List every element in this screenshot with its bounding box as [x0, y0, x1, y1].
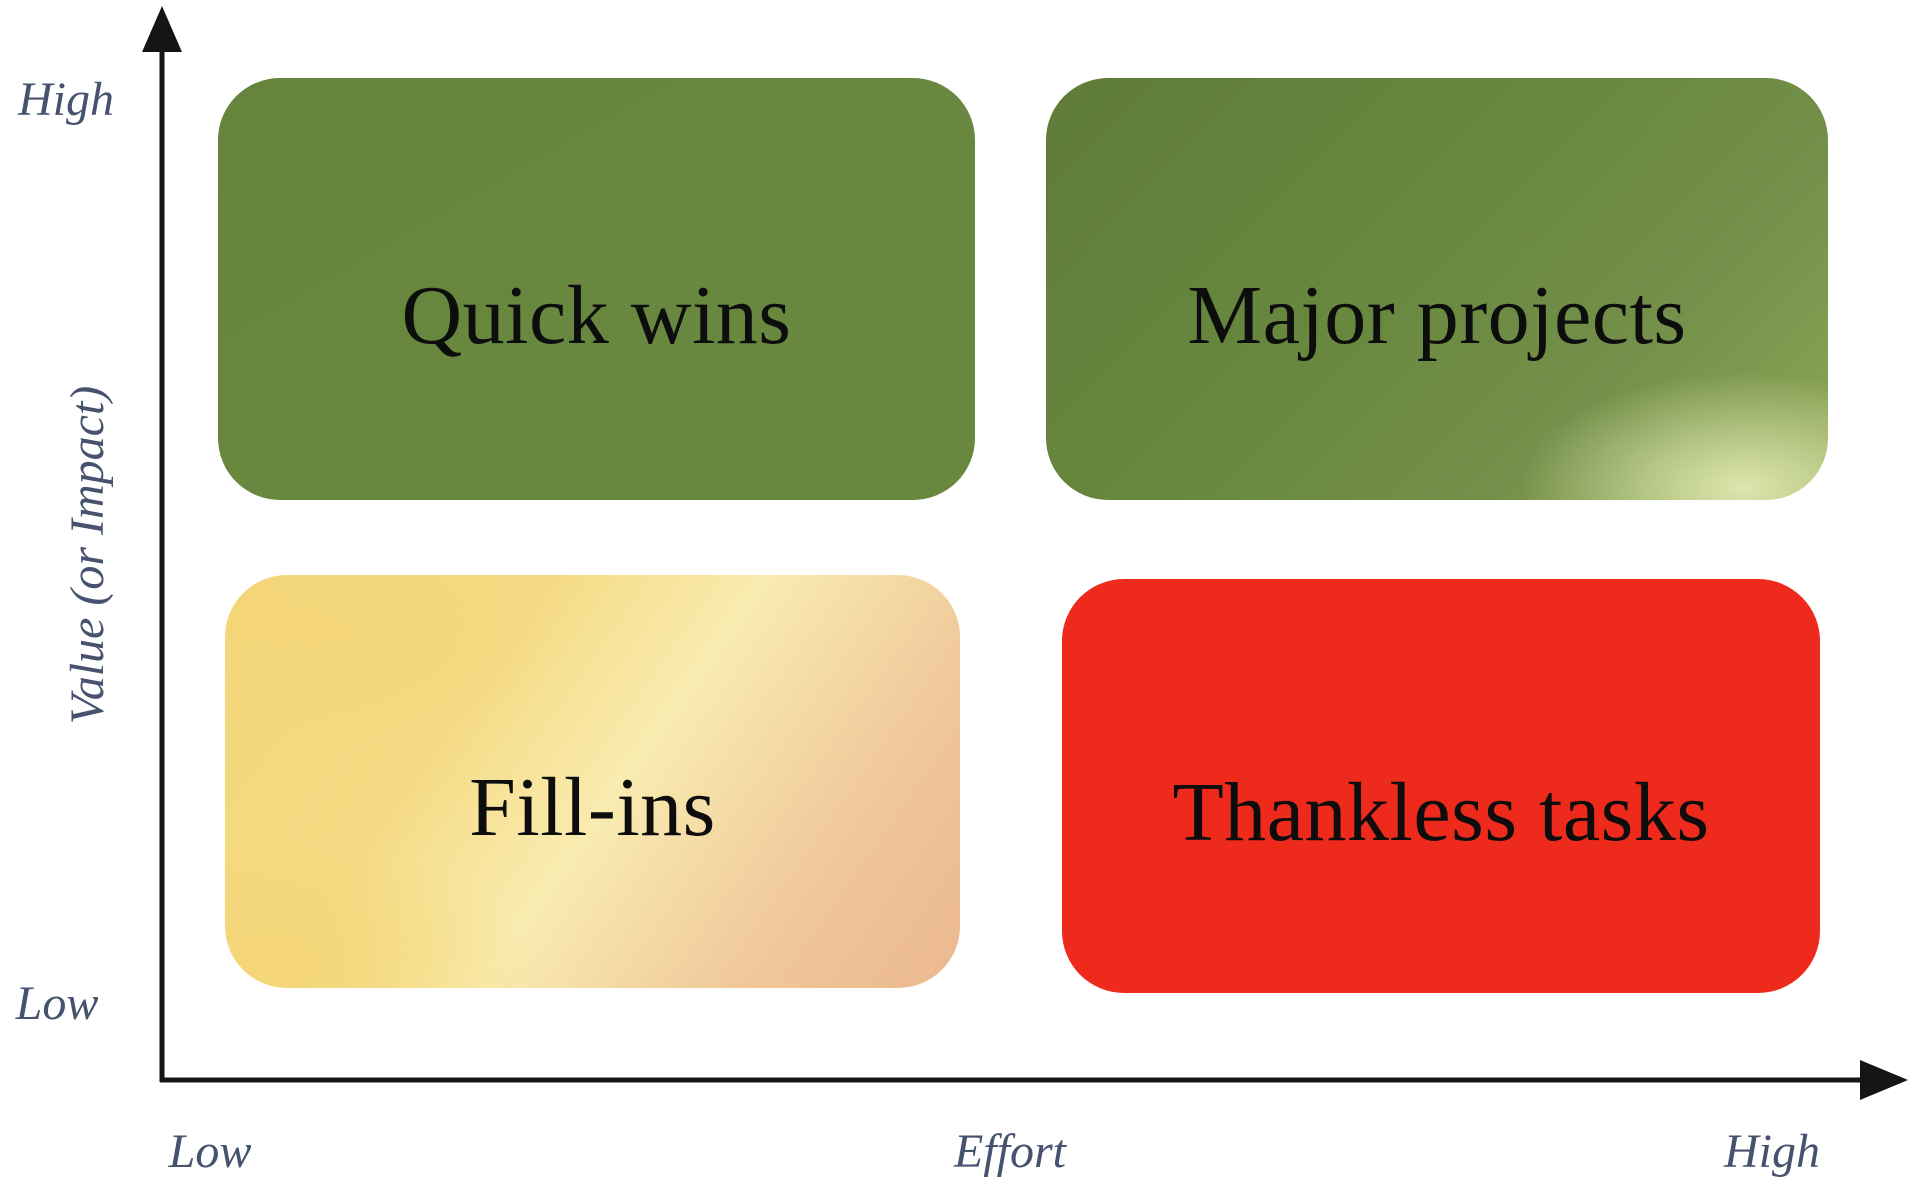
x-axis-arrow-icon — [1860, 1060, 1908, 1100]
x-axis-low-tick: Low — [168, 1125, 252, 1178]
y-axis-title: Value (or Impact) — [61, 385, 114, 725]
y-axis-high-tick: High — [18, 73, 114, 126]
y-axis-low-tick: Low — [15, 977, 99, 1030]
y-axis-arrow-icon — [142, 6, 182, 52]
quadrant-quick-wins: Quick wins — [218, 78, 975, 500]
x-axis-high-tick: High — [1724, 1125, 1820, 1178]
quick-wins-label: Quick wins — [401, 268, 792, 362]
quadrant-major-projects: Major projects — [1046, 78, 1828, 500]
quadrant-thankless-tasks: Thankless tasks — [1062, 579, 1820, 993]
thankless-tasks-label: Thankless tasks — [1172, 765, 1710, 859]
fill-ins-label: Fill-ins — [469, 761, 716, 854]
major-projects-label: Major projects — [1187, 268, 1687, 362]
quadrant-fill-ins: Fill-ins — [225, 575, 960, 988]
x-axis-title: Effort — [953, 1125, 1066, 1178]
